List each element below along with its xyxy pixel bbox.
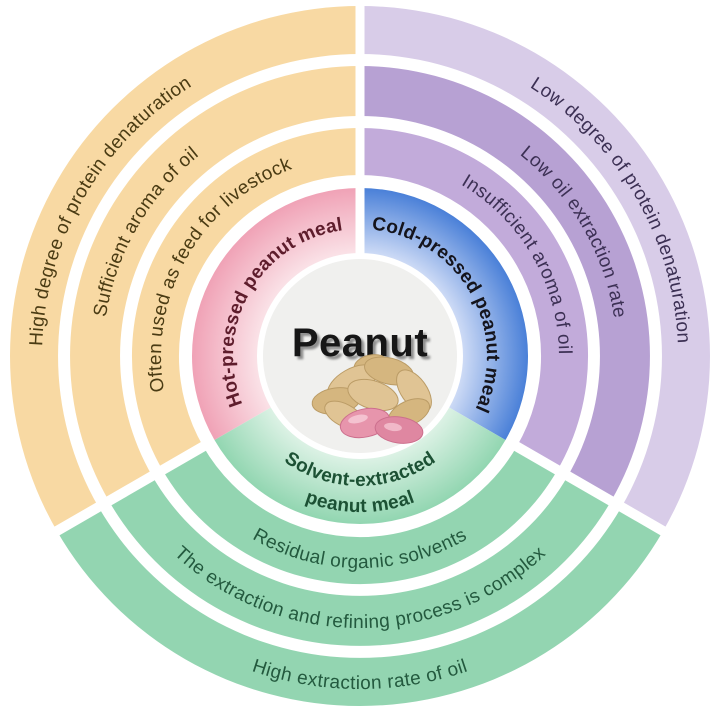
- arc-hot-pressed-ring2: [70, 66, 360, 501]
- divider-lower-left: [47, 437, 214, 540]
- inner-segment-hot-pressed: [191, 187, 360, 440]
- arc-cold-pressed-ring2: [360, 66, 650, 501]
- arc-cold-pressed-ring1: [360, 128, 589, 470]
- kernel-highlight: [348, 414, 368, 424]
- peanut-image: [311, 354, 432, 444]
- center-title: Peanut: [292, 321, 428, 365]
- kernel-highlight: [384, 422, 402, 432]
- inner-segment-solvent-extracted: [214, 407, 506, 525]
- arc-hot-pressed-ring3: [10, 6, 361, 531]
- arc-solvent-ring2: [108, 476, 612, 646]
- arc-solvent-ring1: [162, 446, 558, 585]
- divider-lower-right: [506, 437, 673, 540]
- outer-rings: [10, 6, 710, 706]
- inner-segment-cold-pressed: [360, 188, 529, 440]
- arc-solvent-ring3: [56, 507, 664, 706]
- sector-dividers: [47, 0, 673, 540]
- arc-cold-pressed-ring3: [360, 6, 710, 531]
- inner-ring: [191, 187, 529, 525]
- arc-hot-pressed-ring1: [131, 127, 360, 470]
